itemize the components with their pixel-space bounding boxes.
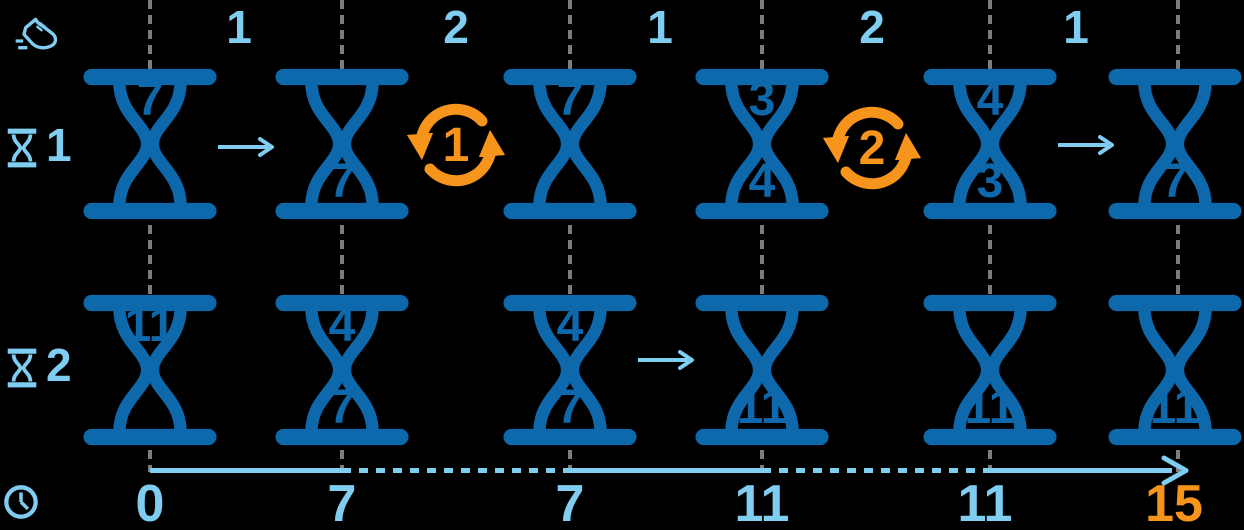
shoe-icon (15, 17, 58, 50)
hourglass-top-value: 4 (328, 299, 356, 352)
hourglass-bottom-value: 7 (328, 381, 356, 434)
timeline-segment-solid (570, 468, 762, 473)
hourglass-row1-state1: 7 (83, 64, 217, 224)
hourglass-top-value: 4 (976, 73, 1004, 126)
hourglass-bottom-value: 11 (1149, 381, 1201, 434)
column-guide-line (568, 0, 572, 472)
time-label-final: 15 (1145, 475, 1203, 530)
step-label: 2 (443, 1, 469, 53)
hourglass-bottom-value: 7 (1161, 155, 1189, 208)
hourglass-top-value: 3 (748, 73, 776, 126)
timeline-segment-dotted (342, 468, 570, 473)
hourglass-row1-state4: 3 4 (695, 64, 829, 224)
hourglass-bottom-value: 7 (328, 155, 356, 208)
hourglass-row2-state4: 11 (695, 290, 829, 450)
hourglass-bottom-value: 3 (976, 155, 1004, 208)
hourglass-row2-state2: 4 7 (275, 290, 409, 450)
timeline-segment-solid (990, 468, 1172, 473)
hourglass-icon (7, 348, 37, 388)
hourglass-top-value: 4 (556, 299, 584, 352)
hourglass-row1-state5: 4 3 (923, 64, 1057, 224)
hourglass-bottom-value: 11 (964, 381, 1016, 434)
step-label: 1 (1063, 1, 1089, 53)
hourglass-row2-state3: 4 7 (503, 290, 637, 450)
hourglass-bottom-value: 7 (556, 381, 584, 434)
step-label: 2 (859, 1, 885, 53)
timeline-segment-dotted (762, 468, 990, 473)
time-label: 7 (555, 475, 585, 530)
right-arrow-icon (636, 350, 694, 370)
flip-icon: 1 (406, 95, 506, 195)
clock-icon (4, 485, 38, 519)
hourglass-row2-state5: 11 (923, 290, 1057, 450)
row1-legend-label: 1 (46, 119, 72, 171)
column-guide-line (340, 0, 344, 472)
row2-legend-label: 2 (46, 339, 72, 391)
flip-number: 2 (858, 121, 886, 175)
right-arrow-icon (1056, 135, 1114, 155)
timeline-segment-solid (150, 468, 342, 473)
step-label: 1 (226, 1, 252, 53)
hourglass-row1-state3: 7 (503, 64, 637, 224)
timeline-arrowhead-icon (1161, 455, 1189, 486)
time-label: 11 (734, 475, 790, 530)
hourglass-bottom-value: 4 (748, 155, 776, 208)
hourglass-top-value: 11 (124, 299, 176, 352)
hourglass-icon (7, 128, 37, 168)
flip-number: 1 (442, 118, 470, 172)
time-label: 0 (135, 475, 165, 530)
hourglass-row1-state2: 7 (275, 64, 409, 224)
step-label: 1 (647, 1, 673, 53)
column-guide-line (148, 0, 152, 472)
column-guide-line (1176, 0, 1180, 472)
right-arrow-icon (216, 137, 274, 157)
hourglass-top-value: 7 (136, 73, 164, 126)
hourglass-row1-state6: 7 (1108, 64, 1242, 224)
hourglass-row2-state6: 11 (1108, 290, 1242, 450)
hourglass-bottom-value: 11 (736, 381, 788, 434)
column-guide-line (988, 0, 992, 472)
time-label: 7 (327, 475, 357, 530)
hourglass-row2-state1: 11 (83, 290, 217, 450)
hourglass-top-value: 7 (556, 73, 584, 126)
time-label: 11 (957, 475, 1013, 530)
flip-icon: 2 (822, 98, 922, 198)
column-guide-line (760, 0, 764, 472)
